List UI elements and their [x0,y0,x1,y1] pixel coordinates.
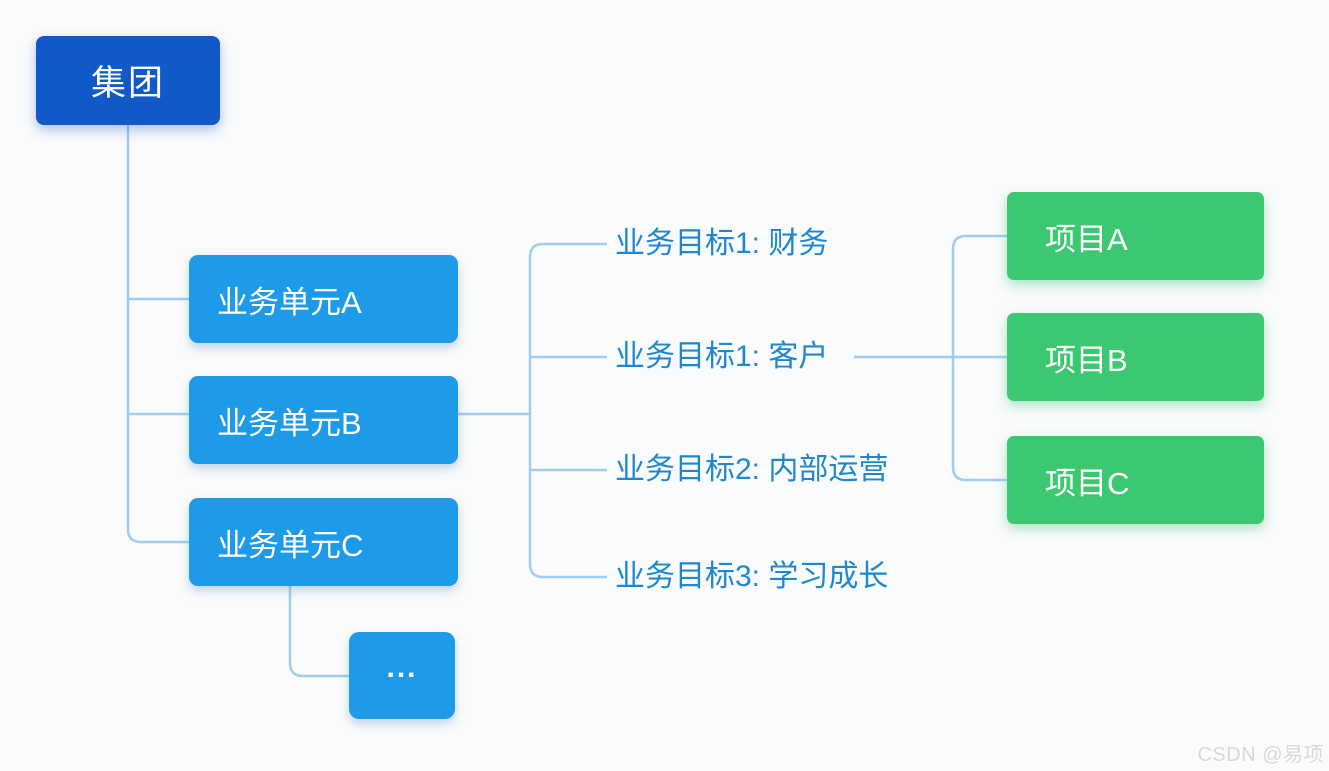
connector-projects-bottom [951,357,1007,482]
connector-spine-top [528,242,607,414]
node-business-unit-c: 业务单元C [189,498,458,586]
connector-unit-c-more [288,586,349,678]
node-group: 集团 [36,36,220,125]
node-project-b: 项目B [1007,313,1264,401]
node-business-unit-b: 业务单元B [189,376,458,464]
objective-label-customer: 业务目标1: 客户 [615,340,829,373]
objective-label-operations: 业务目标2: 内部运营 [615,453,889,486]
connector-projects-top [951,234,1007,357]
connector-spine-bottom [528,414,607,579]
watermark: CSDN @易项 [1197,744,1324,766]
connector-root-trunk [126,125,189,544]
node-project-a: 项目A [1007,192,1264,280]
node-project-c: 项目C [1007,436,1264,524]
objective-label-learning: 业务目标3: 学习成长 [615,560,889,593]
more-dots-label: ... [386,650,418,684]
node-business-unit-a: 业务单元A [189,255,458,343]
node-more: ... [349,632,455,719]
objective-label-finance: 业务目标1: 财务 [615,227,829,260]
